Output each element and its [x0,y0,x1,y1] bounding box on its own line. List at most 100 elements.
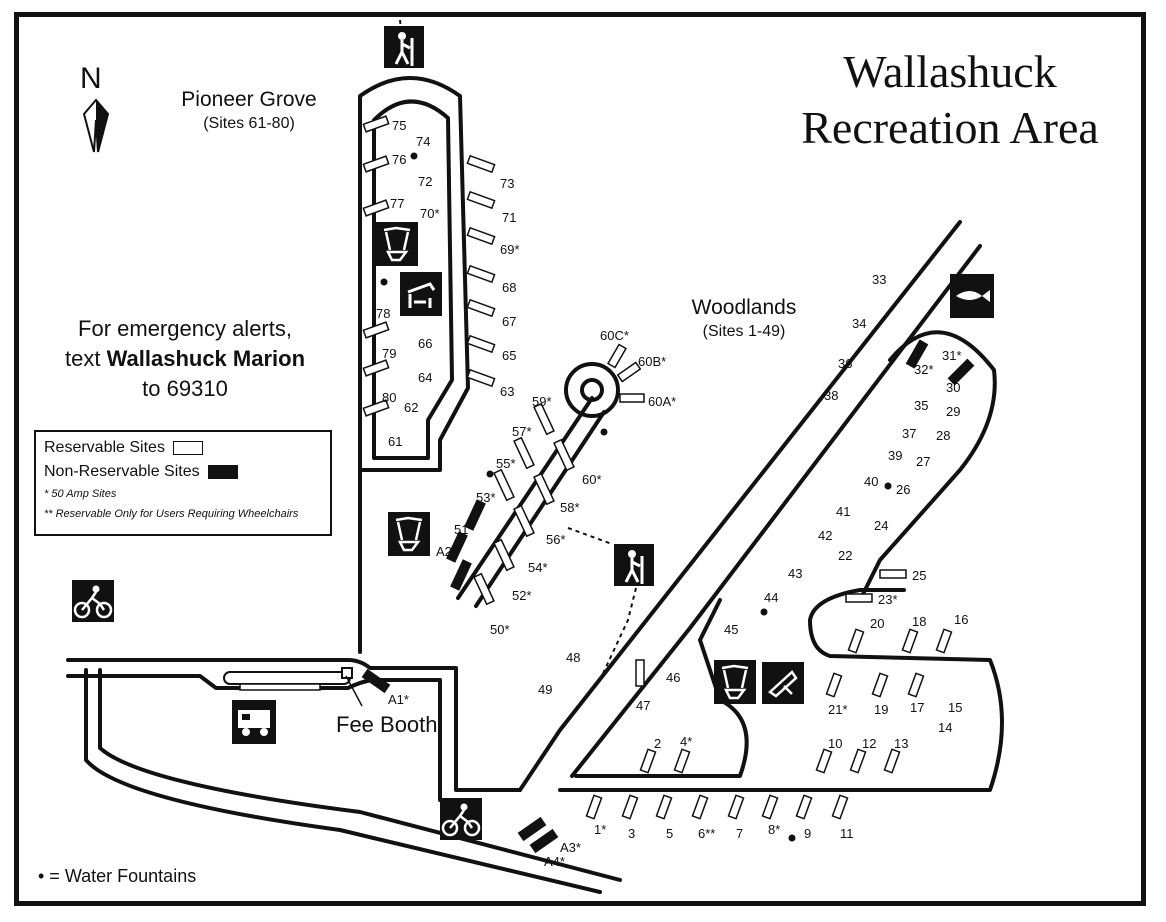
site-label[interactable]: 34 [852,316,867,331]
site-label[interactable]: 67 [502,314,517,329]
site-label[interactable]: A3* [560,840,581,855]
site-label[interactable]: 37 [902,426,917,441]
site-label[interactable]: 62 [404,400,419,415]
site-label[interactable]: 71 [502,210,517,225]
site-label[interactable]: 66 [418,336,433,351]
site-label[interactable]: 6** [698,826,716,841]
site-label[interactable]: 49 [538,682,553,697]
site-label[interactable]: 35 [914,398,929,413]
site-label[interactable]: 21* [828,702,848,717]
site-label[interactable]: 60C* [600,328,629,343]
site-label[interactable]: 4* [680,734,693,749]
site-pad [466,334,496,354]
site-label[interactable]: 54* [528,560,548,575]
site-label[interactable]: 26 [896,482,911,497]
highway-inner [98,668,622,882]
site-label[interactable]: 5 [666,826,674,841]
site-label[interactable]: 73 [500,176,515,191]
site-label[interactable]: 44 [764,590,779,605]
site-label[interactable]: 58* [560,500,580,515]
site-label[interactable]: 10 [828,736,843,751]
site-label[interactable]: 55* [496,456,516,471]
site-label[interactable]: A4* [544,854,565,869]
site-label[interactable]: 7 [736,826,744,841]
site-label[interactable]: 78 [376,306,391,321]
site-label[interactable]: 56* [546,532,566,547]
site-label[interactable]: 3 [628,826,636,841]
site-label[interactable]: 59* [532,394,552,409]
site-label[interactable]: 9 [804,826,812,841]
site-label[interactable]: 14 [938,720,953,735]
site-label[interactable]: 38 [824,388,839,403]
site-label[interactable]: 80 [382,390,397,405]
site-label[interactable]: 8* [768,822,781,837]
site-label[interactable]: 11 [840,826,854,841]
site-label[interactable]: 60B* [638,354,667,369]
site-label[interactable]: 47 [636,698,651,713]
site-label[interactable]: 16 [954,612,969,627]
site-label[interactable]: 22 [838,548,853,563]
site-label[interactable]: 13 [894,736,909,751]
site-pad [517,816,547,842]
woodlands-road [518,220,962,792]
site-label[interactable]: 76 [392,152,407,167]
site-label[interactable]: 15 [948,700,963,715]
site-label[interactable]: 17 [910,700,925,715]
site-label[interactable]: 29 [946,404,961,419]
site-label[interactable]: 19 [874,702,889,717]
site-label[interactable]: 31* [942,348,962,363]
site-pad [831,794,849,820]
site-label[interactable]: A2* [436,544,457,559]
site-pad [879,569,907,579]
site-label[interactable]: 69* [500,242,520,257]
site-label[interactable]: 46 [666,670,681,685]
site-label[interactable]: 77 [390,196,405,211]
site-label[interactable]: 70* [420,206,440,221]
site-label[interactable]: 39 [888,448,903,463]
water-fountain-icon [486,470,494,478]
site-label[interactable]: 25 [912,568,927,583]
site-label[interactable]: 32* [914,362,934,377]
site-label[interactable]: 65 [502,348,517,363]
site-label[interactable]: 53* [476,490,496,505]
site-label[interactable]: 45 [724,622,739,637]
site-label[interactable]: 51* [454,522,474,537]
legend: Reservable Sites Non-Reservable Sites * … [34,430,332,536]
pioneer-grove-range: (Sites 61-80) [203,115,295,132]
woodlands-upper-loop [858,330,997,602]
site-label[interactable]: 36 [838,356,853,371]
site-label[interactable]: 24 [874,518,889,533]
site-label[interactable]: 72 [418,174,433,189]
site-label[interactable]: 1* [594,822,607,837]
site-label[interactable]: 52* [512,588,532,603]
site-label[interactable]: 74 [416,134,431,149]
site-label[interactable]: 40 [864,474,879,489]
site-label[interactable]: 23* [878,592,898,607]
site-label[interactable]: 61 [388,434,403,449]
site-pad [905,339,929,369]
site-label[interactable]: 20 [870,616,885,631]
site-label[interactable]: 42 [818,528,833,543]
site-label[interactable]: 27 [916,454,931,469]
turnaround-island [580,378,604,402]
site-label[interactable]: 63 [500,384,515,399]
site-label[interactable]: 30 [946,380,961,395]
site-label[interactable]: 57* [512,424,532,439]
site-label[interactable]: 43 [788,566,803,581]
site-label[interactable]: 50* [490,622,510,637]
site-label[interactable]: 48 [566,650,581,665]
site-label[interactable]: 18 [912,614,927,629]
site-label[interactable]: 28 [936,428,951,443]
site-label[interactable]: 2 [654,736,662,751]
site-label[interactable]: 41 [836,504,851,519]
site-label[interactable]: 79 [382,346,397,361]
site-label[interactable]: 33 [872,272,887,287]
site-label[interactable]: 60* [582,472,602,487]
site-label[interactable]: 75 [392,118,407,133]
site-label[interactable]: 60A* [648,394,677,409]
site-label[interactable]: 12 [862,736,877,751]
site-label[interactable]: A1* [388,692,409,707]
site-label[interactable]: 64 [418,370,433,385]
site-label[interactable]: 68 [502,280,517,295]
